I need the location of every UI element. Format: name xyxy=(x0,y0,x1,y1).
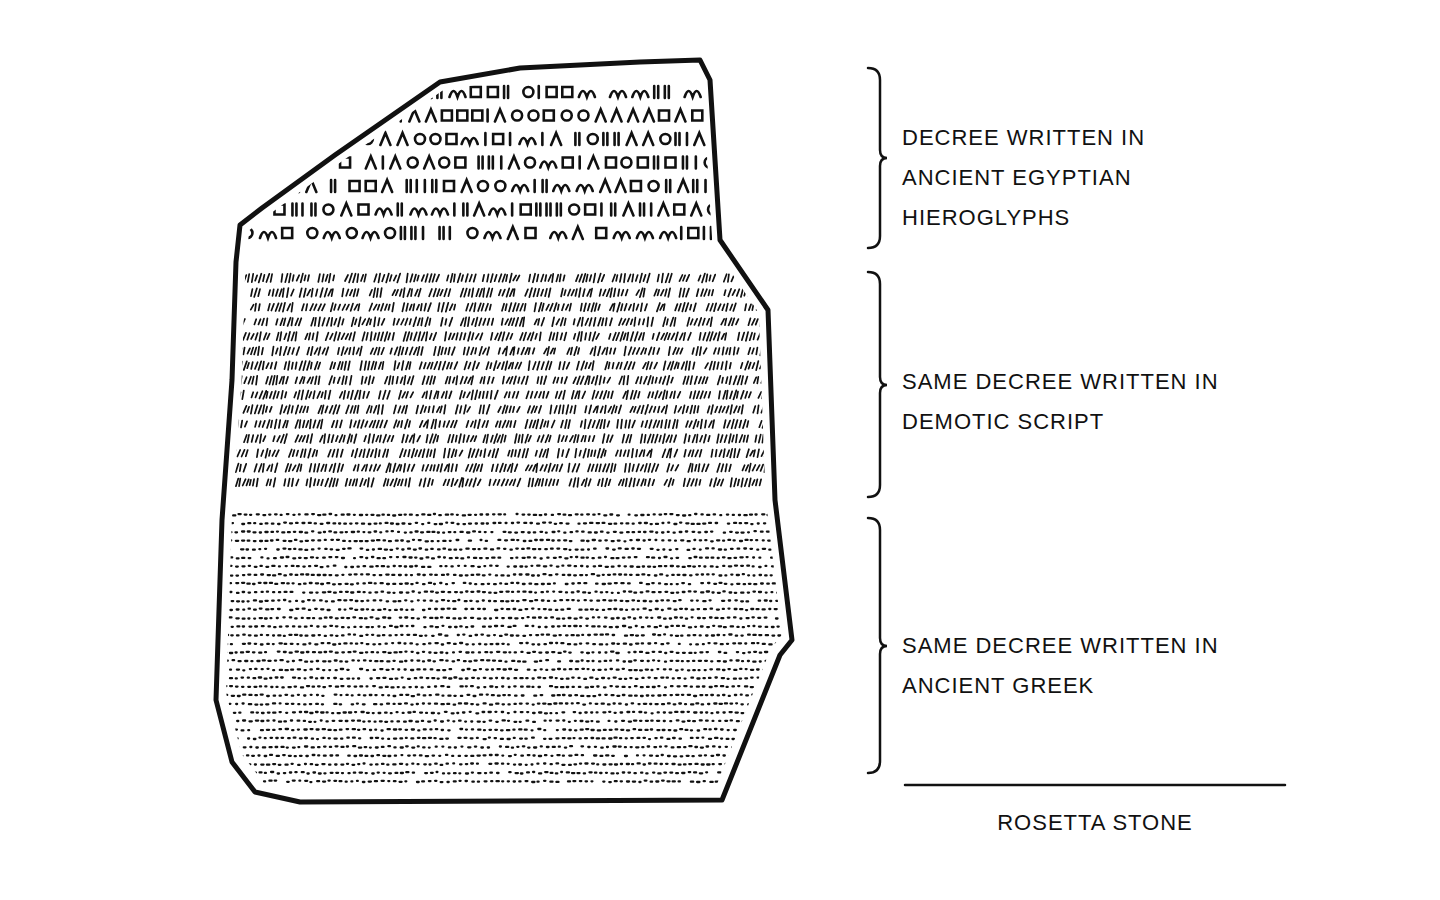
greek-row xyxy=(208,574,795,576)
greek-row xyxy=(206,617,801,619)
greek-row xyxy=(206,772,796,774)
greek-row xyxy=(208,660,796,662)
greek-row xyxy=(205,557,799,559)
demotic-row xyxy=(210,332,791,341)
greek-row xyxy=(206,678,795,679)
bracket-label: DECREE WRITTEN IN ANCIENT EGYPTIAN HIERO… xyxy=(902,118,1222,238)
greek-row xyxy=(206,626,799,628)
demotic-row xyxy=(210,317,783,326)
caption-rule xyxy=(905,784,1285,787)
demotic-row xyxy=(210,434,803,443)
demotic-row xyxy=(210,478,806,487)
greek-row xyxy=(206,703,797,705)
greek-row xyxy=(206,738,799,740)
greek-row xyxy=(206,652,798,654)
greek-row xyxy=(208,643,801,645)
greek-row xyxy=(207,763,802,765)
caption: ROSETTA STONE xyxy=(997,803,1193,843)
greek-row xyxy=(206,712,801,714)
bracket xyxy=(868,272,887,497)
bracket-label: SAME DECREE WRITTEN IN ANCIENT GREEK xyxy=(902,626,1222,706)
hieroglyph-row xyxy=(205,227,788,239)
demotic-row xyxy=(210,449,807,458)
greek-row xyxy=(205,523,797,525)
bracket xyxy=(868,518,887,773)
demotic-row xyxy=(210,288,795,297)
hieroglyph-row xyxy=(205,204,797,216)
demotic-row xyxy=(210,361,813,370)
inscription-marks xyxy=(205,86,826,782)
greek-row xyxy=(207,514,800,516)
demotic-row xyxy=(210,274,825,283)
demotic-row xyxy=(210,390,793,399)
demotic-row xyxy=(210,420,791,429)
greek-row xyxy=(206,755,799,757)
hieroglyph-row xyxy=(205,110,797,122)
greek-row xyxy=(206,686,800,687)
greek-row xyxy=(206,583,799,585)
greek-row xyxy=(208,695,801,697)
demotic-row xyxy=(210,405,810,414)
bracket-label: SAME DECREE WRITTEN IN DEMOTIC SCRIPT xyxy=(902,362,1222,442)
greek-row xyxy=(207,591,796,593)
hieroglyph-row xyxy=(205,157,787,169)
greek-row xyxy=(206,746,801,748)
greek-row xyxy=(206,781,800,783)
hieroglyph-row xyxy=(205,86,791,98)
hieroglyph-row xyxy=(205,133,799,145)
demotic-row xyxy=(210,376,826,385)
greek-row xyxy=(207,720,802,722)
greek-row xyxy=(207,600,801,602)
greek-row xyxy=(206,669,790,671)
greek-row xyxy=(207,609,802,611)
greek-row xyxy=(207,540,800,542)
greek-row xyxy=(205,566,799,568)
greek-row xyxy=(205,548,798,550)
greek-row xyxy=(205,729,796,731)
demotic-row xyxy=(210,463,788,472)
demotic-row xyxy=(210,347,786,356)
bracket xyxy=(868,68,887,248)
demotic-row xyxy=(210,303,802,312)
greek-row xyxy=(207,531,799,533)
stone-outline xyxy=(216,60,792,802)
greek-row xyxy=(208,634,797,636)
